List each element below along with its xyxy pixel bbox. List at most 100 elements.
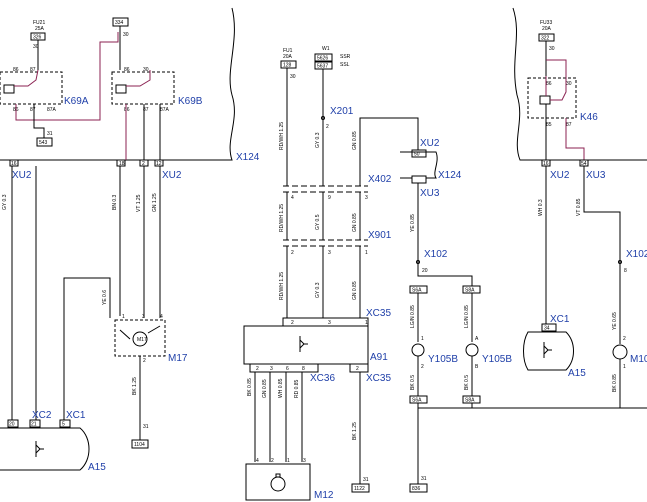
m12-label: M12	[314, 490, 334, 501]
m17-label: M17	[168, 353, 188, 364]
relay-box-border-left	[0, 7, 235, 161]
svg-text:2: 2	[142, 161, 145, 167]
svg-text:20A: 20A	[542, 26, 552, 32]
solenoid-y105b-1[interactable]	[411, 343, 425, 357]
svg-text:GN 0.85: GN 0.85	[352, 131, 358, 150]
svg-text:BK 0.85: BK 0.85	[612, 374, 618, 392]
svg-text:50: 50	[414, 152, 420, 158]
module-a15-right[interactable]	[523, 331, 574, 371]
svg-text:YE 0.6: YE 0.6	[102, 290, 108, 305]
svg-text:30: 30	[143, 67, 149, 73]
svg-text:31: 31	[143, 424, 149, 430]
fu21-amps: 25A	[35, 26, 45, 32]
k69b-label: K69B	[178, 96, 203, 107]
x124-right-label: X124	[438, 170, 462, 181]
svg-text:2: 2	[421, 364, 424, 370]
xc2-label: XC2	[32, 410, 52, 421]
code-836: 836	[412, 486, 421, 492]
k46-label: K46	[580, 112, 598, 123]
svg-text:2: 2	[356, 366, 359, 372]
xu3-far-right: XU3	[586, 170, 606, 181]
svg-text:BK 0.5: BK 0.5	[410, 375, 416, 390]
motor-m12-icon	[270, 476, 286, 492]
svg-text:8: 8	[302, 366, 305, 372]
svg-text:85: 85	[546, 122, 552, 128]
svg-text:30: 30	[549, 46, 555, 52]
ground-1122	[351, 483, 370, 493]
m10-label: M10	[630, 354, 647, 365]
svg-text:3: 3	[303, 458, 306, 464]
svg-text:GN 0.85: GN 0.85	[352, 213, 358, 232]
svg-text:M17: M17	[137, 337, 147, 343]
xc35-bottom-label: XC35	[366, 373, 391, 384]
x124-label: X124	[236, 152, 260, 163]
x102-right-label: X102	[626, 249, 647, 260]
module-a15-left[interactable]	[0, 427, 90, 471]
motor-m10[interactable]	[612, 344, 628, 360]
svg-text:BK 1.25: BK 1.25	[132, 377, 138, 395]
svg-text:VT 1.25: VT 1.25	[136, 194, 142, 212]
svg-text:S8A: S8A	[465, 288, 475, 294]
solenoid-y105b-2[interactable]	[465, 343, 479, 357]
xu2-far-right: XU2	[550, 170, 570, 181]
xc36-label: XC36	[310, 373, 335, 384]
svg-text:1: 1	[365, 250, 368, 256]
svg-text:LG/N 0.85: LG/N 0.85	[410, 305, 416, 328]
svg-text:2: 2	[256, 366, 259, 372]
svg-text:S8A: S8A	[465, 398, 475, 404]
svg-text:BK 0.85: BK 0.85	[247, 378, 253, 396]
svg-text:87: 87	[566, 122, 572, 128]
svg-text:31: 31	[47, 131, 53, 137]
fuse-fu1[interactable]	[280, 60, 297, 69]
svg-text:31: 31	[363, 477, 369, 483]
svg-text:18: 18	[119, 161, 125, 167]
motor-m17-icon	[132, 331, 148, 347]
fu1-label: FU1	[283, 48, 293, 54]
svg-text:1: 1	[287, 458, 290, 464]
svg-text:RD/WH 1.25: RD/WH 1.25	[279, 122, 285, 150]
fu33-label: FU33	[540, 20, 552, 26]
svg-text:3: 3	[142, 314, 145, 320]
svg-text:YE 0.85: YE 0.85	[410, 214, 416, 232]
svg-text:87A: 87A	[160, 107, 170, 113]
svg-text:87: 87	[30, 107, 36, 113]
connector-543	[36, 137, 53, 147]
xc1-label: XC1	[66, 410, 86, 421]
svg-text:86: 86	[546, 81, 552, 87]
module-a91[interactable]	[243, 325, 369, 365]
svg-text:S6A: S6A	[412, 288, 422, 294]
svg-text:4: 4	[160, 314, 163, 320]
relay-k69a[interactable]	[0, 71, 63, 105]
svg-text:WH 0.85: WH 0.85	[278, 378, 284, 398]
svg-text:8: 8	[624, 268, 627, 274]
svg-text:3: 3	[328, 250, 331, 256]
relay-box-border-right	[512, 7, 647, 161]
motor-m12[interactable]	[245, 463, 311, 501]
svg-text:31: 31	[421, 476, 427, 482]
y105b-label-2: Y105B	[482, 354, 512, 365]
svg-text:21: 21	[31, 422, 37, 428]
ground-836	[409, 483, 428, 493]
svg-text:6: 6	[286, 366, 289, 372]
svg-text:5: 5	[62, 422, 65, 428]
svg-text:2: 2	[143, 358, 146, 364]
svg-text:GN 1.25: GN 1.25	[152, 193, 158, 212]
relay-k46[interactable]	[527, 77, 577, 119]
code-334: 334	[115, 20, 124, 26]
code-326: 326	[33, 35, 42, 41]
svg-text:20A: 20A	[283, 54, 293, 60]
relay-k69b[interactable]	[111, 71, 175, 105]
svg-text:20: 20	[9, 422, 15, 428]
svg-text:LG/N 0.85: LG/N 0.85	[464, 305, 470, 328]
svg-text:3: 3	[270, 366, 273, 372]
a15-label-right: A15	[568, 368, 586, 379]
svg-text:20: 20	[422, 268, 428, 274]
svg-text:3: 3	[365, 195, 368, 201]
xu3-label: XU3	[420, 188, 440, 199]
ground-1104	[131, 439, 149, 449]
svg-text:4: 4	[256, 458, 259, 464]
xu2-left: XU2	[12, 170, 32, 181]
svg-text:BK 1.25: BK 1.25	[352, 422, 358, 440]
code-1122: 1122	[354, 486, 365, 492]
